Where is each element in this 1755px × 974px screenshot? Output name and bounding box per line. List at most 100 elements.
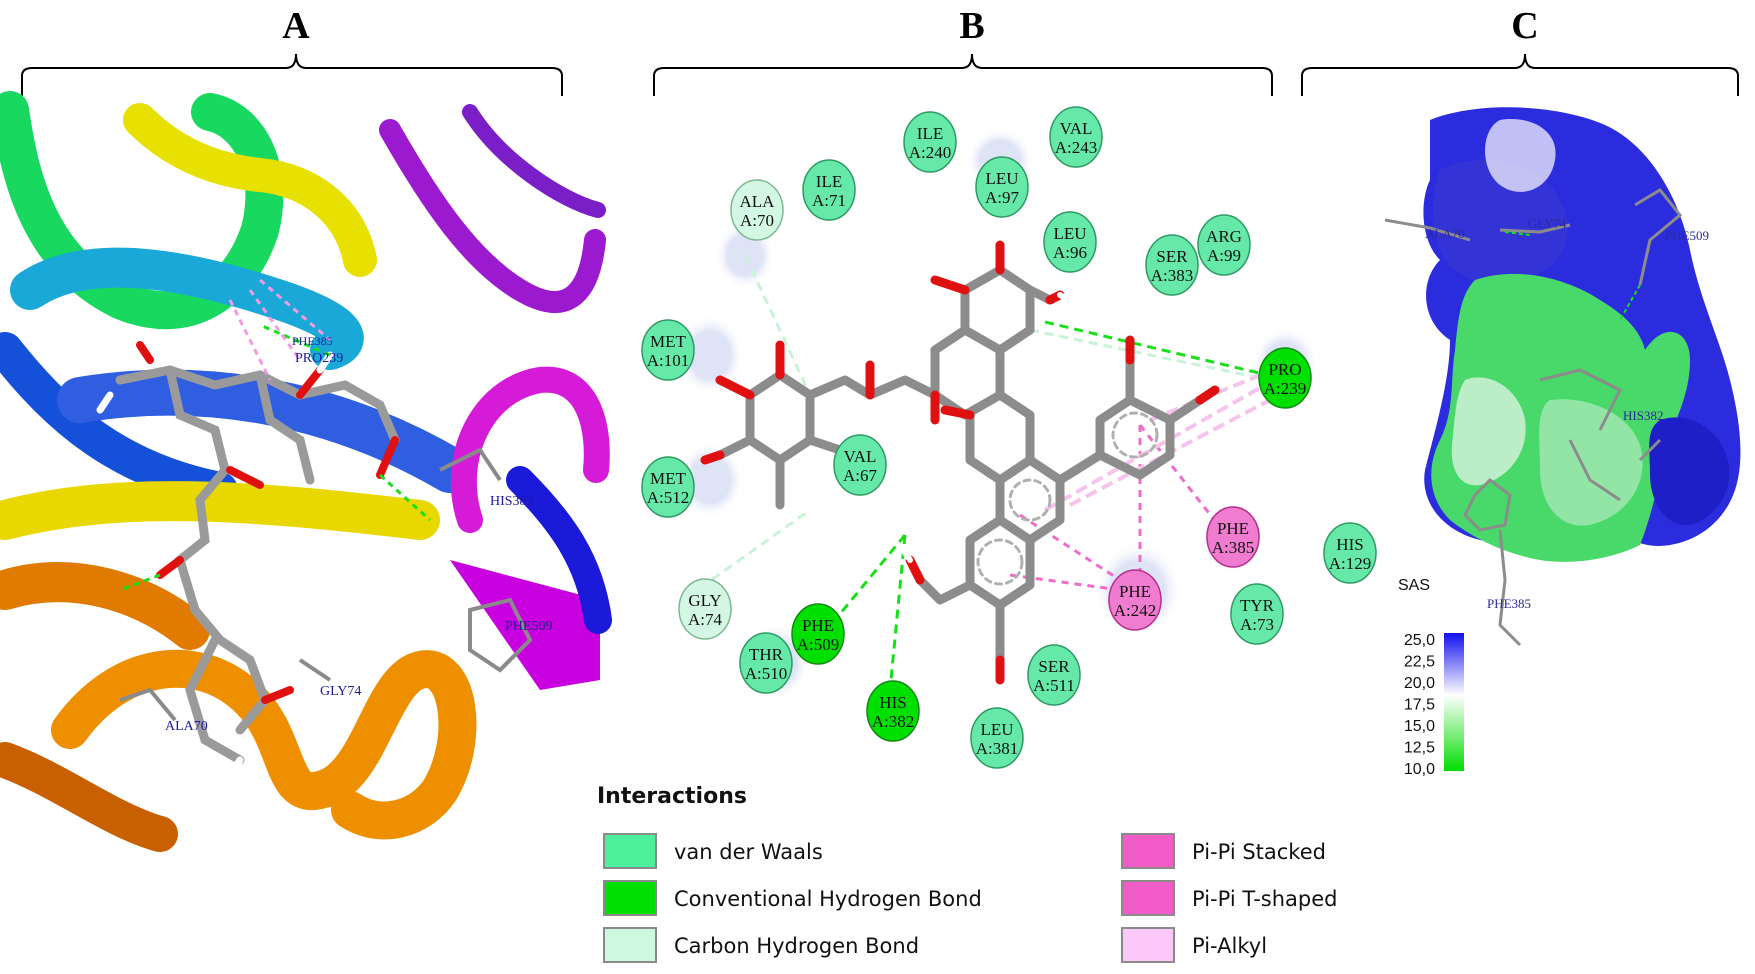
- ribbon-cyan: [10, 247, 364, 370]
- residue-position: A:509: [797, 635, 840, 654]
- pi-dashes-3d: [228, 278, 331, 381]
- legend-swatch: [603, 927, 657, 963]
- surface-navy-right: [1649, 417, 1730, 526]
- surface-white-green: [1451, 377, 1526, 486]
- brace-a: [21, 53, 563, 96]
- residue-disc: [1206, 506, 1260, 568]
- residue-name: TYR: [1240, 596, 1275, 615]
- residue-disc: [1043, 211, 1097, 273]
- residue-position: A:99: [1207, 246, 1241, 265]
- ribbon-orange-helix: [51, 649, 477, 840]
- sas-title: SAS: [1398, 577, 1430, 594]
- residue-position: A:385: [1212, 538, 1255, 557]
- residue-disc: [802, 159, 856, 221]
- residue-disc: [975, 156, 1029, 218]
- label-3d-phe509: PHE509: [505, 619, 552, 634]
- legend-label: Carbon Hydrogen Bond: [674, 934, 919, 958]
- legend-item: Carbon Hydrogen Bond: [603, 927, 919, 963]
- surface-white-top: [1485, 119, 1556, 192]
- residue-name: ILE: [816, 172, 842, 191]
- residue-name: PHE: [1119, 582, 1151, 601]
- label-surface-ala70: ALA70: [1425, 226, 1465, 241]
- label-surface-gly74: GLY74: [1528, 216, 1567, 231]
- legend-item: Pi-Alkyl: [1121, 927, 1267, 963]
- residue-name: HIS: [879, 693, 906, 712]
- sas-tick-label: 10,0: [1404, 761, 1435, 778]
- legend-label: Pi-Pi Stacked: [1192, 840, 1326, 864]
- panel-label-a: A: [282, 5, 310, 47]
- label-surface-phe509: PHE509: [1665, 228, 1709, 243]
- legend-item: van der Waals: [603, 833, 823, 869]
- residue-name: SER: [1038, 657, 1070, 676]
- legend-swatch: [603, 880, 657, 916]
- sas-tick-label: 15,0: [1404, 718, 1435, 735]
- residue-disc: [1145, 234, 1199, 296]
- residue-disc: [641, 456, 695, 518]
- legend-swatch: [1121, 927, 1175, 963]
- sas-tick-label: 25,0: [1404, 632, 1435, 649]
- label-3d-ala70: ALA70: [165, 719, 208, 734]
- residue-name: PHE: [802, 616, 834, 635]
- residue-position: A:242: [1114, 601, 1157, 620]
- residue-disc: [730, 179, 784, 241]
- residue-disc: [903, 111, 957, 173]
- label-surface-phe385: PHE385: [1487, 596, 1531, 611]
- ribbon-purple: [379, 119, 606, 313]
- brace-b: [653, 53, 1273, 96]
- residue-disc: [791, 603, 845, 665]
- ribbon-blue-left: [0, 332, 238, 508]
- residue-name: PHE: [1217, 519, 1249, 538]
- ligand-skeleton-2d: [700, 240, 1220, 685]
- residue-disc: [833, 434, 887, 496]
- ligand-sticks-3d: [96, 341, 400, 779]
- residue-position: A:381: [976, 739, 1019, 758]
- residue-disc: [1049, 106, 1103, 168]
- residue-name: VAL: [844, 447, 877, 466]
- residue-position: A:239: [1264, 379, 1307, 398]
- residue-position: A:73: [1240, 615, 1274, 634]
- legend-item: Pi-Pi Stacked: [1121, 833, 1326, 869]
- ribbon-orange-strand: [0, 562, 210, 650]
- panel-a-3d-view: HIS382 PHE509 GLY74 ALA70 PRO239 PHE385: [0, 91, 612, 852]
- halo: [676, 315, 744, 395]
- residue-name: VAL: [1060, 119, 1093, 138]
- residue-position: A:510: [745, 664, 788, 683]
- legend-item: Pi-Pi T-shaped: [1121, 880, 1338, 916]
- residue-position: A:74: [688, 610, 723, 629]
- label-3d-phe385: PHE385: [292, 334, 333, 348]
- residue-disc: [970, 707, 1024, 769]
- legend-swatch: [1121, 880, 1175, 916]
- residue-position: A:240: [909, 143, 952, 162]
- residue-position: A:129: [1329, 554, 1372, 573]
- residue-disc: [678, 578, 732, 640]
- residue-name: ALA: [740, 192, 776, 211]
- surface-sticks: [1384, 188, 1683, 647]
- label-3d-gly74: GLY74: [320, 684, 361, 699]
- ribbon-magenta-arrow: [450, 560, 600, 690]
- residue-position: A:96: [1053, 243, 1087, 262]
- ribbon-yellow-sheet: [0, 481, 440, 540]
- residue-position: A:383: [1151, 266, 1194, 285]
- legend-label: van der Waals: [674, 840, 823, 864]
- panel-label-c: C: [1511, 5, 1538, 47]
- sas-color-bar: [1444, 633, 1464, 771]
- residue-name: THR: [749, 645, 784, 664]
- halo: [676, 442, 744, 518]
- legend-swatch: [603, 833, 657, 869]
- residue-disc: [866, 680, 920, 742]
- residue-disc: [1258, 347, 1312, 409]
- label-3d-pro239: PRO239: [295, 351, 343, 366]
- residue-sticks-3d: [119, 447, 533, 722]
